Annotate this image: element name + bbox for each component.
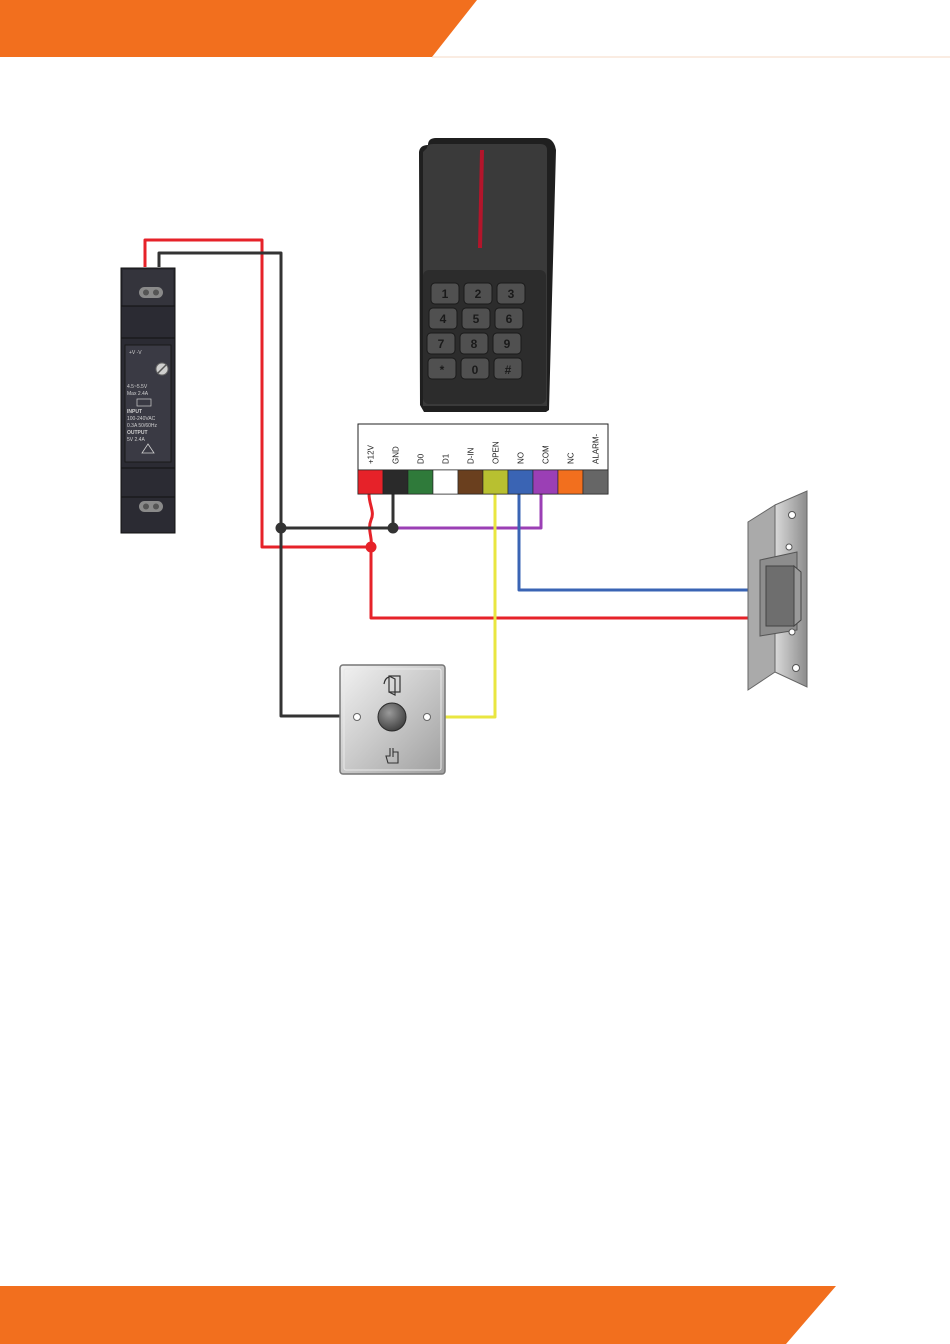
terminal-pin-label-12v: +12V bbox=[367, 444, 376, 464]
key-0[interactable]: 0 bbox=[461, 358, 489, 379]
terminal-pin-gnd bbox=[383, 470, 408, 494]
key-8[interactable]: 8 bbox=[460, 333, 488, 354]
footer-orange-bar bbox=[0, 1286, 836, 1344]
terminal-pin-12v bbox=[358, 470, 383, 494]
key-3[interactable]: 3 bbox=[497, 283, 525, 304]
key-9[interactable]: 9 bbox=[493, 333, 521, 354]
key-1[interactable]: 1 bbox=[431, 283, 459, 304]
psu-text-6: OUTPUT bbox=[127, 430, 148, 436]
svg-text:8: 8 bbox=[471, 337, 478, 351]
terminal-pin-alarm bbox=[583, 470, 608, 494]
terminal-pin-label-d0: D0 bbox=[417, 453, 426, 464]
terminal-pin-no bbox=[508, 470, 533, 494]
terminal-pin-label-no: NO bbox=[517, 452, 526, 464]
terminal-pin-d0 bbox=[408, 470, 433, 494]
junction-black-left bbox=[276, 523, 287, 534]
svg-text:3: 3 bbox=[508, 287, 515, 301]
plate-screw-left-icon bbox=[354, 714, 361, 721]
strike-keeper bbox=[766, 566, 794, 626]
terminal-pin-label-gnd: GND bbox=[392, 446, 401, 464]
svg-text:6: 6 bbox=[506, 312, 513, 326]
key-6[interactable]: 6 bbox=[495, 308, 523, 329]
terminal-pin-label-open: OPEN bbox=[492, 441, 501, 464]
terminal-pin-label-din: D-IN bbox=[467, 447, 476, 464]
key-hash[interactable]: # bbox=[494, 358, 522, 379]
svg-text:4: 4 bbox=[440, 312, 447, 326]
psu-terminal-top bbox=[139, 287, 163, 298]
strike-screw-mid-icon bbox=[786, 544, 792, 550]
key-2[interactable]: 2 bbox=[464, 283, 492, 304]
svg-text:5: 5 bbox=[473, 312, 480, 326]
wire-12v-drop bbox=[369, 494, 372, 547]
psu-text-2: Max 2.4A bbox=[127, 391, 149, 397]
exit-button-plate bbox=[340, 665, 445, 774]
svg-text:2: 2 bbox=[475, 287, 482, 301]
wire-no bbox=[519, 494, 753, 590]
power-supply: +V -V 4.5~5.5V Max 2.4A INPUT 100-240VAC… bbox=[121, 268, 175, 533]
svg-text:*: * bbox=[440, 363, 445, 377]
svg-text:#: # bbox=[505, 363, 512, 377]
wire-psu-negative bbox=[159, 253, 340, 716]
exit-push-button[interactable] bbox=[378, 703, 406, 731]
key-7[interactable]: 7 bbox=[427, 333, 455, 354]
psu-text-3: INPUT bbox=[127, 409, 142, 415]
terminal-pin-din bbox=[458, 470, 483, 494]
wire-psu-positive bbox=[145, 240, 371, 547]
svg-text:7: 7 bbox=[438, 337, 445, 351]
terminal-pin-nc bbox=[558, 470, 583, 494]
terminal-pin-label-com: COM bbox=[542, 445, 551, 464]
psu-text-1: 4.5~5.5V bbox=[127, 384, 148, 390]
electric-strike-lock bbox=[748, 491, 807, 690]
plate-screw-right-icon bbox=[424, 714, 431, 721]
key-4[interactable]: 4 bbox=[429, 308, 457, 329]
junction-black-gnd bbox=[388, 523, 399, 534]
wire-gnd-bus bbox=[281, 494, 393, 528]
header-orange-bar bbox=[0, 0, 477, 57]
terminal-pin-open bbox=[483, 470, 508, 494]
junction-red bbox=[366, 542, 377, 553]
strike-screw-top-icon bbox=[789, 512, 796, 519]
terminal-pin-label-alarm: ALARM- bbox=[592, 433, 601, 464]
terminal-block: +12V GND D0 D1 D-IN OPEN NO COM NC ALARM- bbox=[358, 424, 608, 494]
svg-text:9: 9 bbox=[504, 337, 511, 351]
terminal-pin-label-d1: D1 bbox=[442, 453, 451, 464]
terminal-pin-label-nc: NC bbox=[567, 452, 576, 464]
strike-screw-lower-icon bbox=[789, 629, 795, 635]
keypad-reader: 1 2 3 4 5 6 7 8 9 * 0 # bbox=[419, 138, 556, 412]
wire-lock-positive bbox=[371, 547, 753, 618]
psu-text-7: 5V 2.4A bbox=[127, 437, 145, 443]
key-5[interactable]: 5 bbox=[462, 308, 490, 329]
psu-text-0: +V -V bbox=[129, 350, 142, 356]
svg-text:0: 0 bbox=[472, 363, 479, 377]
terminal-pin-com bbox=[533, 470, 558, 494]
key-star[interactable]: * bbox=[428, 358, 456, 379]
psu-terminal-bottom bbox=[139, 501, 163, 512]
psu-text-4: 100-240VAC bbox=[127, 416, 156, 422]
strike-screw-bottom-icon bbox=[793, 665, 800, 672]
terminal-pin-d1 bbox=[433, 470, 458, 494]
psu-text-5: 0.3A 50/60Hz bbox=[127, 423, 158, 429]
svg-text:1: 1 bbox=[442, 287, 449, 301]
